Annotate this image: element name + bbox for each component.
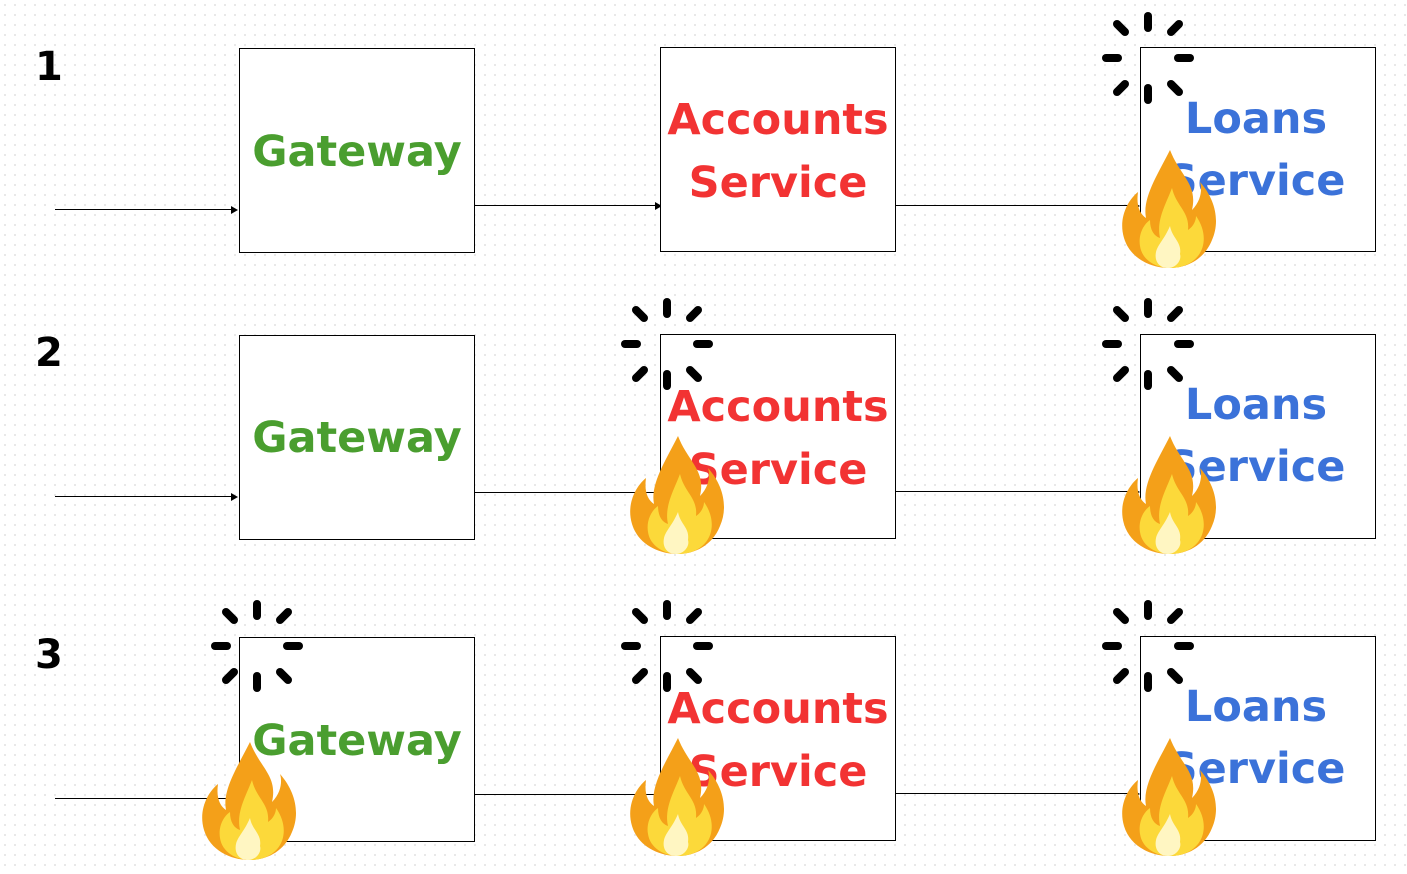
accounts-label-line1: Accounts [667, 684, 889, 734]
loans-label-line1: Loans [1184, 380, 1328, 430]
accounts-label-line2: Service [688, 158, 868, 208]
accounts-label-line2: Service [688, 445, 868, 495]
incoming-request-arrow [55, 209, 231, 210]
gateway-box[interactable] [239, 335, 475, 540]
gateway-box[interactable] [239, 48, 475, 253]
arrowhead-icon [1133, 202, 1140, 210]
gateway-label: Gateway [252, 716, 462, 766]
gateway-to-accounts-arrow [475, 492, 655, 493]
accounts-label-line2: Service [688, 747, 868, 797]
row-number-3: 3 [35, 632, 63, 678]
row-number-2: 2 [35, 330, 63, 376]
loans-label-line2: Service [1166, 156, 1346, 206]
arrowhead-icon [655, 202, 662, 210]
arrowhead-icon [231, 206, 238, 214]
accounts-label-line1: Accounts [667, 95, 889, 145]
gateway-label: Gateway [252, 413, 462, 463]
accounts-to-loans-arrow [896, 205, 1133, 206]
incoming-request-arrow [55, 798, 235, 799]
loans-label-line1: Loans [1184, 682, 1328, 732]
gateway-label: Gateway [252, 127, 462, 177]
loans-label-line2: Service [1166, 442, 1346, 492]
accounts-label-line1: Accounts [667, 382, 889, 432]
gateway-to-accounts-arrow [475, 205, 655, 206]
accounts-to-loans-arrow [896, 793, 1133, 794]
incoming-request-arrow [55, 496, 231, 497]
arrowhead-icon [1133, 488, 1140, 496]
arrowhead-icon [1133, 790, 1140, 798]
loans-label-line1: Loans [1184, 94, 1328, 144]
accounts-service-box[interactable] [660, 47, 896, 252]
gateway-to-accounts-arrow [475, 794, 655, 795]
loans-label-line2: Service [1166, 744, 1346, 794]
accounts-to-loans-arrow [896, 491, 1133, 492]
row-number-1: 1 [35, 44, 63, 90]
arrowhead-icon [231, 493, 238, 501]
